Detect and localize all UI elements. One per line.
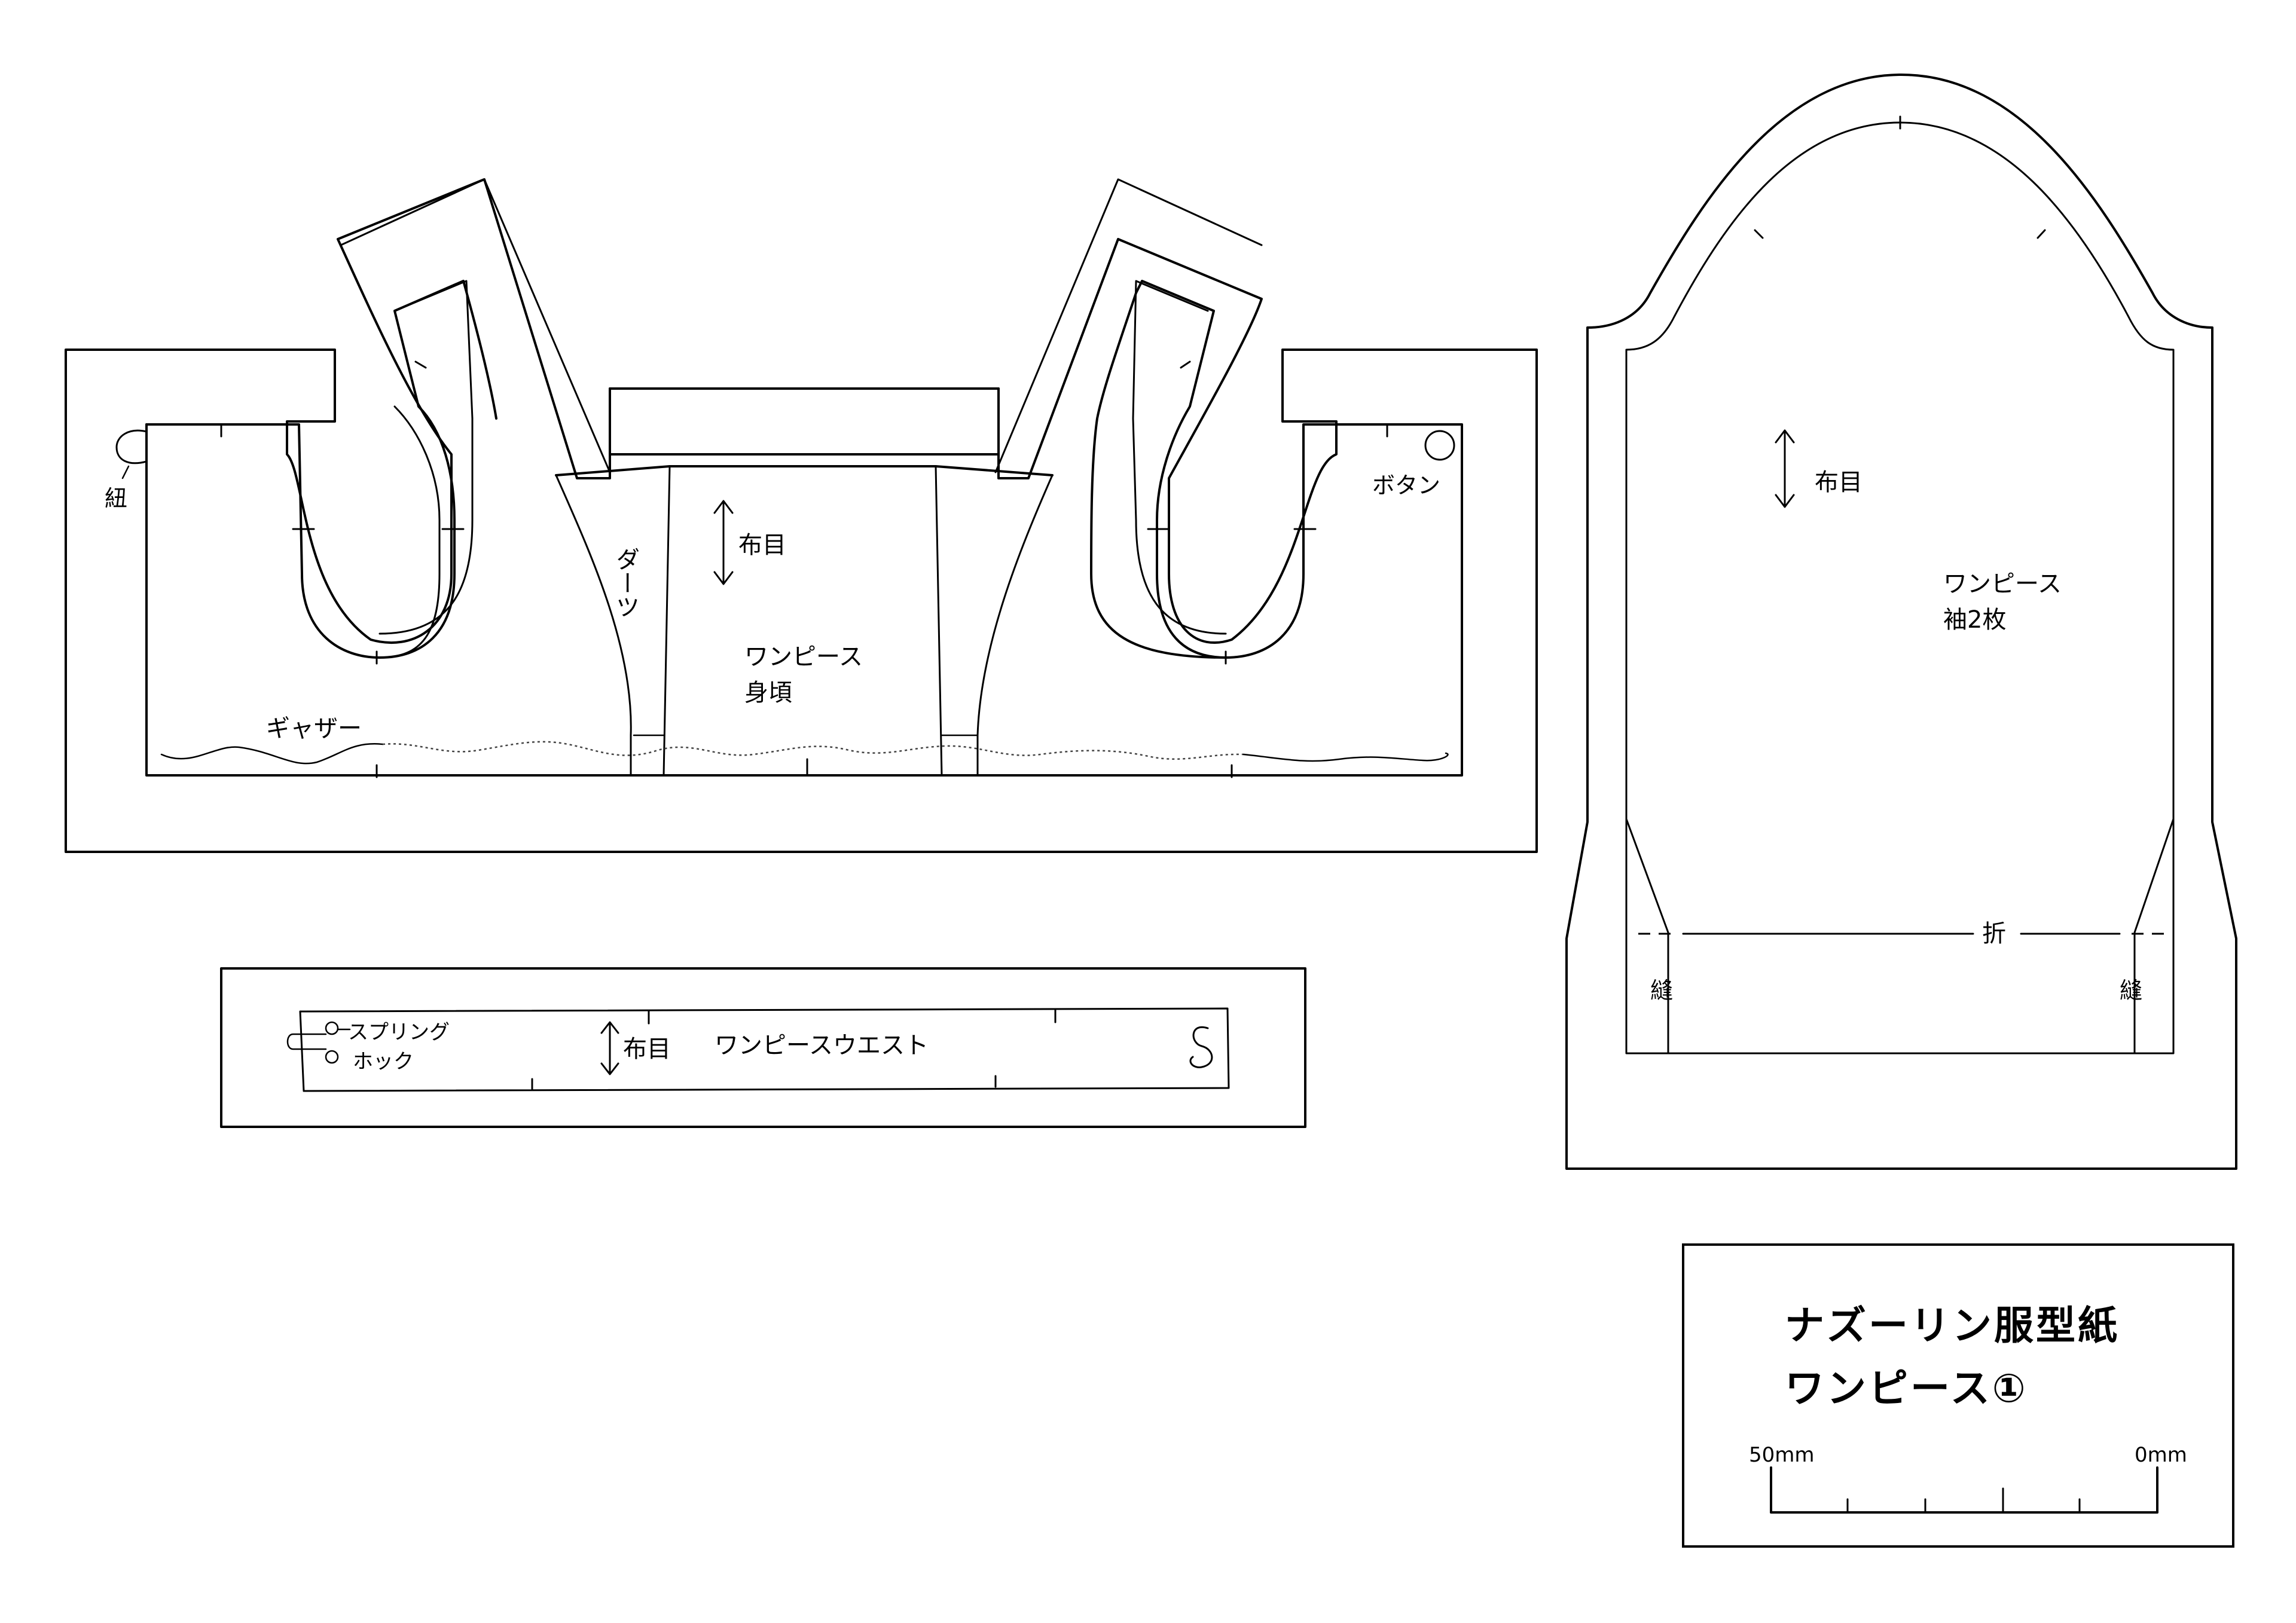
bodice-cut-line [145,280,1463,777]
button-icon [1424,430,1455,461]
hook-label-line1: スプリング [348,1020,450,1044]
fold-label: 折 [1982,920,2006,947]
spring-hook-icon [286,1021,339,1064]
gather-label: ギャザー [266,715,362,742]
dart-label: ダーツ [612,547,639,619]
sleeve-outer-outline [1565,74,2237,1170]
waist-cut-line [299,1007,1230,1092]
hook-eye-icon [1189,1026,1213,1068]
title-line1: ナズーリン服型紙 [1785,1303,2120,1349]
waist-grain-arrow-icon [600,1021,619,1075]
seam-right-label: 縫 [2120,977,2142,1004]
waist-name-label: ワンピースウエスト [715,1032,929,1059]
bodice-center-panel [555,465,1054,476]
bodice-piece: 布目 ワンピース 身頃 ダーツ ギャザー 紐 ボタン [65,178,1538,853]
bodice-name-line1: ワンピース [744,643,863,671]
sleeve-cut-line [1625,121,2175,1055]
sleeve-grain-arrow-icon [1775,429,1795,508]
bodice-right-strap [994,178,1263,635]
bodice-grain-arrow-icon [713,500,734,585]
scale-bar [1770,1466,2158,1514]
sleeve-name-line2: 袖2枚 [1943,606,2006,634]
bodice-name-line2: 身頃 [744,679,792,707]
title-frame [1682,1243,2234,1548]
bodice-left-strap [340,178,611,635]
hook-label-line2: ホック [353,1050,414,1074]
waist-outer-outline [220,967,1306,1128]
bodice-outer-outline [65,178,1538,853]
sleeve-piece: 布目 ワンピース 袖2枚 折 縫 縫 [1565,74,2237,1170]
sleeve-name-line1: ワンピース [1943,570,2062,598]
gather-line [160,743,384,765]
seam-left-label: 縫 [1650,977,1673,1004]
title-line2: ワンピース① [1785,1365,2028,1411]
scale-right-label: 0mm [2135,1443,2187,1467]
waist-grain-label: 布目 [623,1035,671,1063]
button-label: ボタン [1372,472,1440,499]
string-label: 紐 [105,485,127,512]
bodice-top-tab [609,387,1000,456]
title-block: ナズーリン服型紙 ワンピース① 50mm 0mm [1682,1243,2234,1548]
scale-left-label: 50mm [1749,1443,1815,1467]
bodice-grain-label: 布目 [738,531,786,559]
waist-piece: スプリング ホック 布目 ワンピースウエスト [220,967,1306,1128]
string-loop [115,429,148,464]
sleeve-grain-label: 布目 [1815,469,1863,496]
